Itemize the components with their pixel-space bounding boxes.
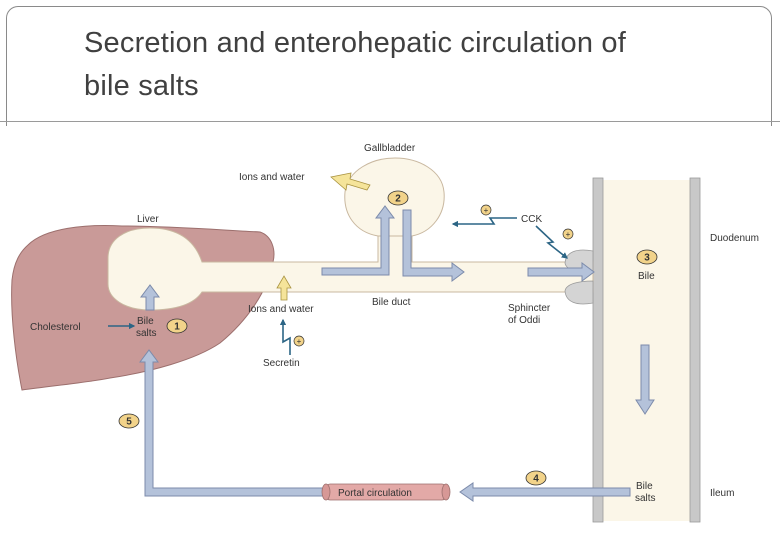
slide-title: Secretion and enterohepatic circulation … (84, 22, 764, 108)
intestine-left-wall (592, 177, 604, 523)
step-4-marker: 4 (525, 470, 547, 486)
svg-text:2: 2 (395, 194, 401, 205)
step-2-marker: 2 (387, 190, 409, 206)
ileum-to-portal-arrow (459, 482, 631, 502)
ions-water-in-arrow (276, 275, 292, 301)
duct-to-duodenum-arrow (527, 262, 595, 282)
bile-duct-label: Bile duct (372, 297, 411, 308)
svg-text:3: 3 (644, 253, 650, 264)
intestine-down-arrow (635, 344, 655, 415)
ileum-label: Ileum (710, 488, 734, 499)
title-frame (6, 6, 772, 126)
ions-water-out-arrow (330, 172, 371, 191)
liver-bile-salts-label-1: Bile (137, 316, 154, 327)
svg-text:4: 4 (533, 474, 539, 485)
liver-label: Liver (137, 214, 159, 225)
bile-label: Bile (638, 271, 655, 282)
liver-bile-salts-label-2: salts (136, 328, 157, 339)
intestine-right-wall (689, 177, 701, 523)
ileum-bile-salts-label-2: salts (635, 493, 656, 504)
stimulus-signs: + + + (293, 204, 574, 347)
duodenum-label: Duodenum (710, 233, 759, 244)
sphincter-lower (564, 280, 594, 305)
ions-water-top-label: Ions and water (239, 172, 305, 183)
liver-to-duct-arrow (140, 284, 160, 311)
ileum-bile-salts-label-1: Bile (636, 481, 653, 492)
cholesterol-label: Cholesterol (30, 322, 81, 333)
slide-title-line-1: Secretion and enterohepatic circulation … (84, 27, 627, 59)
gallbladder-to-duct-arrow (402, 209, 465, 282)
portal-to-liver-arrow (139, 349, 324, 497)
step-3-marker: 3 (636, 249, 658, 265)
cck-gallbladder-arrow (451, 217, 517, 228)
sphincter-label-1: Sphincter (508, 303, 551, 314)
svg-text:5: 5 (126, 417, 132, 428)
cck-sphincter-stimulus-sign: + (562, 228, 574, 240)
cck-sphincter-arrow (535, 225, 569, 259)
gallbladder-label: Gallbladder (364, 143, 416, 154)
svg-text:+: + (297, 337, 302, 346)
hormone-arrows (108, 217, 569, 355)
sphincter-label-2: of Oddi (508, 315, 540, 326)
cck-gallbladder-stimulus-sign: + (480, 204, 492, 216)
secretin-stimulus-sign: + (293, 335, 305, 347)
portal-circulation-vessel (321, 483, 451, 501)
svg-text:1: 1 (174, 322, 180, 333)
step-markers: 1 2 3 4 5 (118, 190, 658, 486)
svg-text:+: + (566, 230, 571, 239)
step-5-marker: 5 (118, 413, 140, 429)
ions-water-duct-label: Ions and water (248, 304, 314, 315)
svg-text:+: + (484, 206, 489, 215)
duct-to-gallbladder-arrow (321, 205, 395, 276)
secretin-arrow (279, 318, 291, 355)
step-1-marker: 1 (166, 318, 188, 334)
bile-flow-arrows (139, 205, 655, 502)
portal-circulation-label: Portal circulation (338, 488, 412, 499)
secretin-label: Secretin (263, 358, 300, 369)
slide-title-line-2: bile salts (84, 70, 199, 102)
title-divider (0, 121, 780, 122)
cck-label: CCK (521, 214, 542, 225)
